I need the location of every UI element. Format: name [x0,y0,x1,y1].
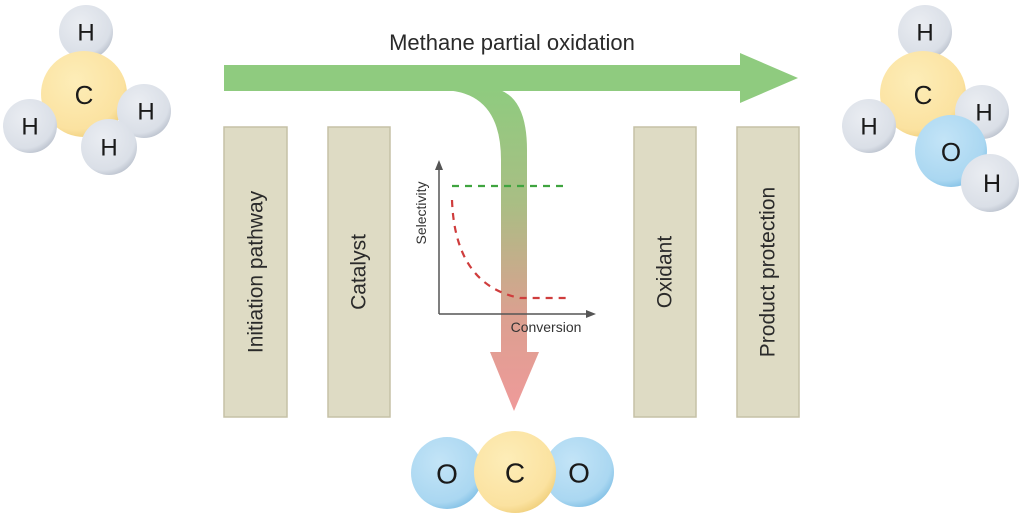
carbon-atom: C [474,431,556,513]
svg-text:H: H [100,135,117,162]
inset-chart: Selectivity Conversion [413,160,596,335]
y-axis-arrowhead [435,160,443,170]
factor-label: Product protection [757,187,780,357]
factor-box-product-protection: Product protection [736,126,800,418]
svg-text:O: O [436,459,458,490]
y-axis-label: Selectivity [413,181,429,244]
main-arrow [224,53,798,103]
hydrogen-atom: H [59,5,113,59]
svg-text:H: H [916,20,933,47]
methane-molecule: H C H H H [3,5,171,175]
hydrogen-atom: H [842,99,896,153]
hydrogen-atom: H [117,84,171,138]
factor-box-oxidant: Oxidant [633,126,697,418]
x-axis-label: Conversion [511,319,582,335]
hydrogen-atom: H [961,154,1019,212]
factor-box-initiation: Initiation pathway [223,126,288,418]
svg-text:C: C [75,80,94,110]
svg-text:O: O [941,137,961,167]
hydrogen-atom: H [898,5,952,59]
factor-box-catalyst: Catalyst [327,126,391,418]
hydrogen-atom: H [81,119,137,175]
overoxidation-arrow [440,90,539,411]
svg-text:H: H [983,170,1001,198]
oxygen-atom: O [411,437,483,509]
methanol-molecule: H C H H O H [842,5,1019,212]
carbon-atom: C [880,51,966,137]
svg-text:H: H [860,114,877,141]
svg-text:C: C [914,80,933,110]
factor-label: Oxidant [654,236,677,309]
overoxidation-arrow-shape [440,90,539,411]
hydrogen-atom: H [3,99,57,153]
svg-text:C: C [505,458,525,489]
diagram-title: Methane partial oxidation [389,30,635,55]
x-axis-arrowhead [586,310,596,318]
svg-text:O: O [568,458,590,489]
svg-text:H: H [137,99,154,126]
oxygen-atom: O [544,437,614,507]
factor-label: Catalyst [348,234,371,310]
svg-text:H: H [77,20,94,47]
carbon-dioxide-molecule: O O C [411,431,614,513]
main-arrow-shape [224,53,798,103]
carbon-atom: C [41,51,127,137]
svg-text:H: H [975,100,992,127]
svg-text:H: H [21,114,38,141]
factor-label: Initiation pathway [245,190,268,353]
